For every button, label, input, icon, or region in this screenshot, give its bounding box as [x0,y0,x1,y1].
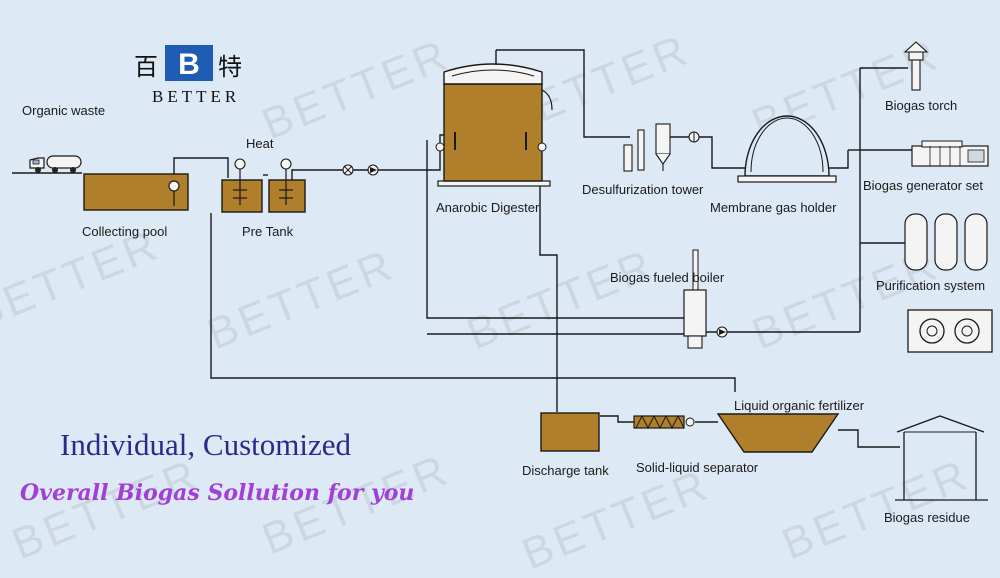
label-discharge-tank: Discharge tank [522,463,609,478]
label-anaerobic-digester: Anarobic Digester [436,200,540,215]
collecting-pool [83,173,189,211]
pump-icon [168,180,180,192]
pipelines [12,49,912,448]
label-organic-waste: Organic waste [22,103,105,118]
watermark-text: BETTER [460,240,662,359]
torch-icon [903,41,929,91]
boiler-icon [683,249,728,349]
logo-wordmark: BETTER [152,87,240,106]
liquid-fertilizer-tank [716,413,840,453]
watermark-text: BETTER [5,450,207,569]
gauge-icon [435,142,445,152]
label-purification-system: Purification system [876,278,985,293]
logo-right-character: 特 [218,53,242,81]
tagline-primary: Individual, Customized [60,427,352,462]
watermark-text: BETTER [200,240,402,359]
valve-icon [342,164,354,176]
logo-letter: B [178,48,200,81]
label-biogas-generator-set: Biogas generator set [863,178,983,193]
solid-liquid-separator [633,414,695,430]
generator-icon [911,140,989,167]
shed-icon [895,415,988,501]
gauge-icon [537,142,547,152]
label-pre-tank: Pre Tank [242,224,294,239]
mixer-motor-icon [280,158,292,170]
tagline-secondary: Overall Biogas Sollution for you [20,480,414,506]
label-solid-liquid-separator: Solid-liquid separator [636,460,759,475]
label-desulfurization-tower: Desulfurization tower [582,182,704,197]
label-collecting-pool: Collecting pool [82,224,167,239]
mixer-motor-icon [234,158,246,170]
logo-b-badge [165,45,213,81]
anaerobic-digester [435,50,553,187]
label-liquid-organic-fertilizer: Liquid organic fertilizer [734,398,865,413]
label-biogas-fueled-boiler: Biogas fueled boiler [610,270,725,285]
gas-cylinder-icon [904,213,988,271]
label-biogas-residue: Biogas residue [884,510,970,525]
label-heat: Heat [246,136,274,151]
logo-left-character: 百 [134,53,158,81]
tanker-truck-icon [29,155,82,173]
radiator-fan-icon [907,309,993,353]
membrane-dome-icon [737,115,837,183]
label-biogas-torch: Biogas torch [885,98,957,113]
desulfurization-tower [623,123,700,172]
label-membrane-gas-holder: Membrane gas holder [710,200,837,215]
discharge-tank [540,412,600,452]
motor-icon [685,417,695,427]
company-logo: 百 B 特 BETTER [134,45,242,106]
watermark-text: BETTER [255,30,457,149]
pre-tank [221,158,306,213]
pump-icon [367,164,379,176]
labels: Organic waste Heat Collecting pool Pre T… [22,98,985,525]
